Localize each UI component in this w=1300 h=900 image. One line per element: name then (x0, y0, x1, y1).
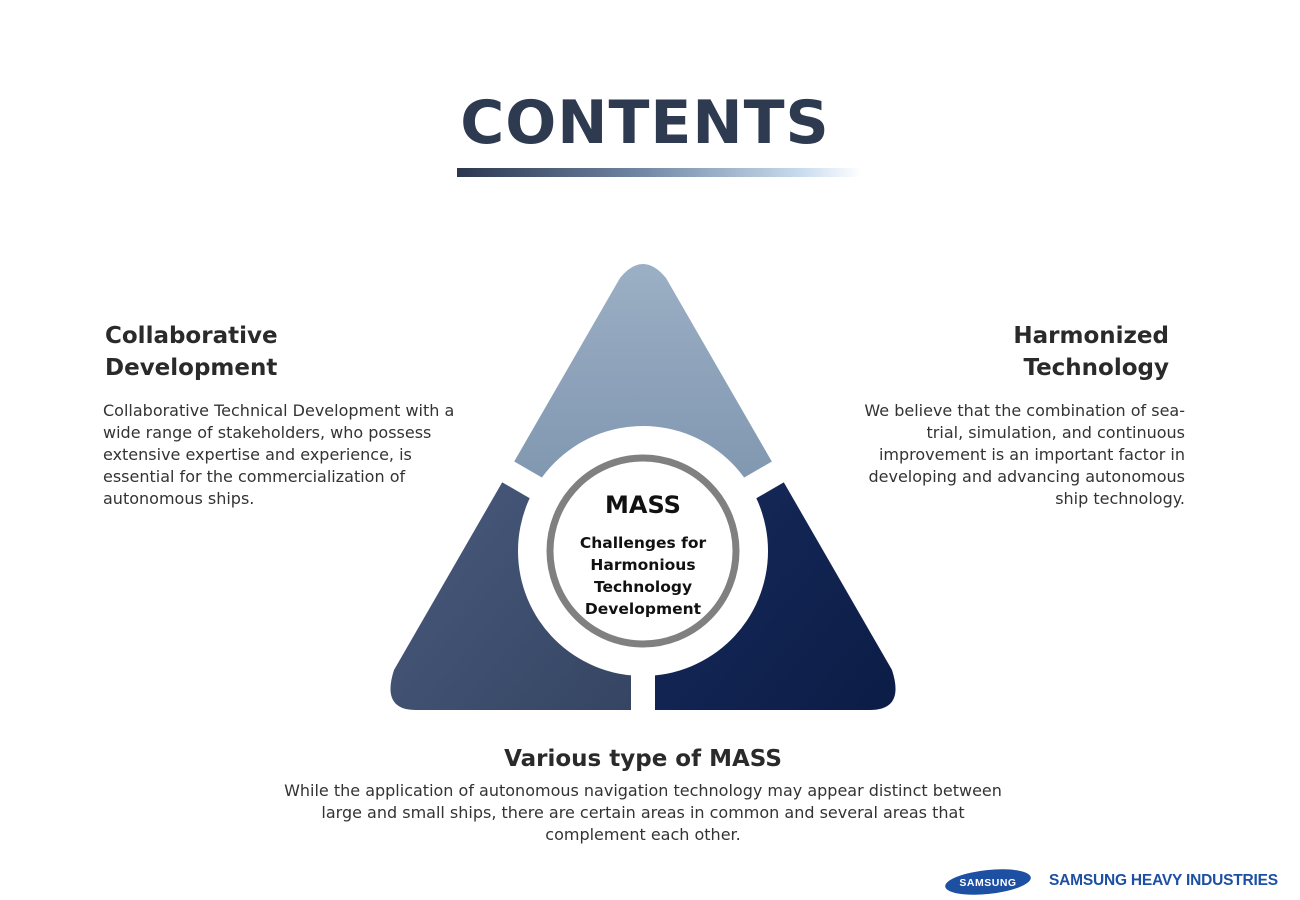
company-name: SAMSUNG HEAVY INDUSTRIES (1049, 872, 1278, 889)
center-ring (546, 454, 740, 648)
harmonized-heading: Harmonized Technology (900, 320, 1169, 384)
heading-line: Collaborative (105, 323, 278, 349)
title-underline (457, 168, 862, 177)
harmonized-text: We believe that the combination of sea-t… (864, 401, 1185, 508)
heading-line: Harmonized (1013, 323, 1169, 349)
various-mass-text: While the application of autonomous navi… (284, 781, 1002, 844)
heading-line: Technology (1023, 355, 1169, 381)
svg-text:SAMSUNG: SAMSUNG (959, 877, 1016, 889)
collaborative-text: Collaborative Technical Development with… (103, 401, 455, 508)
page-title: CONTENTS (460, 88, 830, 158)
samsung-logo: SAMSUNG (945, 869, 1031, 895)
left-segment (390, 352, 643, 710)
collaborative-heading: Collaborative Development (105, 320, 365, 384)
right-segment (643, 352, 896, 710)
center-title: MASS (605, 491, 681, 519)
various-mass-heading: Various type of MASS (504, 746, 782, 772)
heading-line: Development (105, 355, 278, 381)
center-subtitle: Challenges for Harmonious Technology Dev… (579, 534, 707, 618)
